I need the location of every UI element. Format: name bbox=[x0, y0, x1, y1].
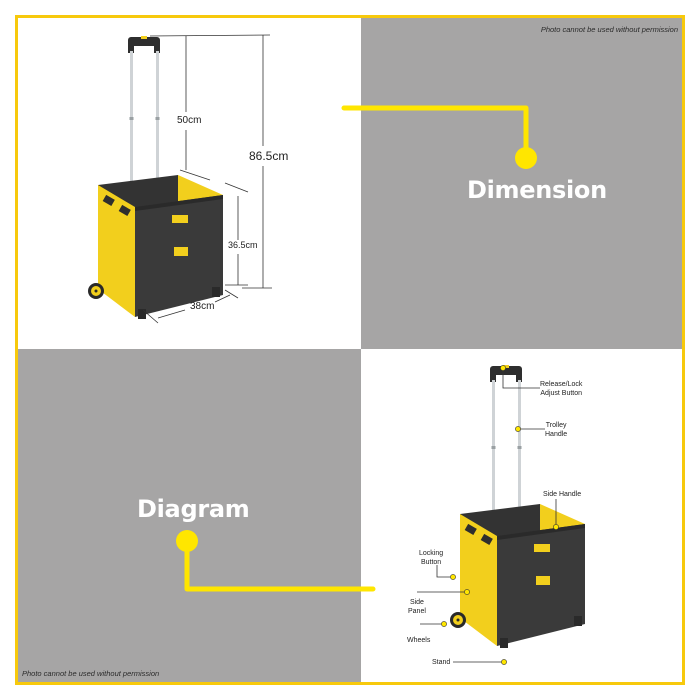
part-label-wheels: Wheels bbox=[407, 637, 431, 644]
cart-illustration-diagram bbox=[450, 365, 585, 648]
yellow-frame-border bbox=[15, 15, 685, 685]
part-label-locking-button: Locking Button bbox=[419, 550, 444, 566]
part-label-release-lock: Release/Lock Adjust Button bbox=[540, 381, 583, 397]
diagram-connector-dot bbox=[176, 530, 198, 552]
part-label-side-panel: Side Panel bbox=[408, 599, 426, 615]
watermark-bottom-left: Photo cannot be used without permission bbox=[22, 669, 160, 678]
section-title-dimension: Dimension bbox=[467, 176, 607, 204]
section-title-diagram: Diagram bbox=[137, 495, 250, 523]
dimension-connector-dot bbox=[515, 147, 537, 169]
yellow-connector-lines bbox=[184, 105, 529, 592]
dimension-label-total-height: 86.5cm bbox=[249, 149, 289, 163]
part-label-trolley-handle: Trolley Handle bbox=[545, 422, 568, 438]
diagram-title-panel bbox=[18, 349, 361, 682]
watermark-top-right: Photo cannot be used without permission bbox=[540, 25, 678, 34]
part-label-stand: Stand bbox=[432, 659, 451, 666]
dimension-label-handle: 50cm bbox=[177, 115, 202, 126]
dimension-label-box-height: 36.5cm bbox=[228, 240, 258, 250]
part-callout-lines bbox=[417, 368, 557, 663]
dimension-title-panel bbox=[361, 18, 682, 349]
part-callout-dots bbox=[441, 365, 559, 665]
part-label-side-handle: Side Handle bbox=[543, 491, 582, 498]
dimension-label-box-width: 38cm bbox=[190, 301, 215, 312]
dimension-lines bbox=[142, 34, 272, 324]
